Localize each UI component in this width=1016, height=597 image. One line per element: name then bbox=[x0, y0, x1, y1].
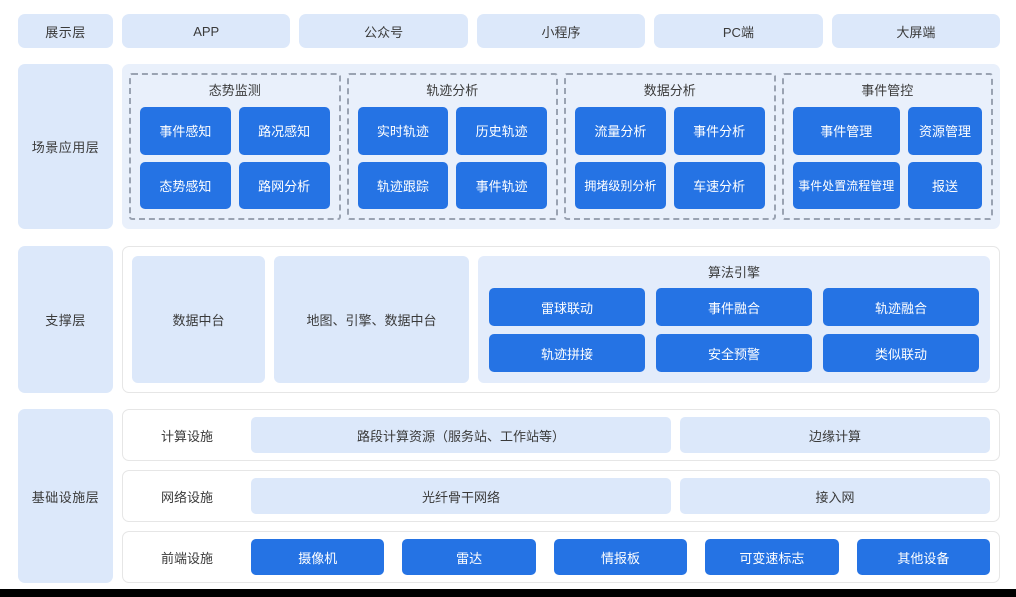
algorithm-engine-grid: 雷球联动 事件融合 轨迹融合 轨迹拼接 安全预警 类似联动 bbox=[489, 288, 979, 372]
infrastructure-row-label-computing: 计算设施 bbox=[160, 428, 213, 444]
device-chip-radar[interactable]: 雷达 bbox=[402, 539, 536, 575]
group-grid-data-analysis: 流量分析 事件分析 拥堵级别分析 车速分析 bbox=[575, 107, 765, 209]
scenario-item-resource-management[interactable]: 资源管理 bbox=[907, 107, 982, 155]
scenario-group-trajectory-analysis: 轨迹分析 实时轨迹 历史轨迹 轨迹跟踪 事件轨迹 bbox=[346, 73, 558, 220]
device-chip-camera[interactable]: 摄像机 bbox=[251, 539, 385, 575]
device-chip-other-equipment[interactable]: 其他设备 bbox=[856, 539, 991, 575]
scenario-item-trajectory-tracking[interactable]: 轨迹跟踪 bbox=[357, 161, 449, 209]
engine-item-similar-linkage[interactable]: 类似联动 bbox=[823, 334, 979, 372]
scenario-item-report-submission[interactable]: 报送 bbox=[907, 161, 982, 209]
scenario-group-situation-monitoring: 态势监测 事件感知 路况感知 态势感知 路网分析 bbox=[129, 73, 341, 220]
infrastructure-pill-fiber-backbone-network[interactable]: 光纤骨干网络 bbox=[251, 478, 671, 514]
scenario-item-vehicle-speed-analysis[interactable]: 车速分析 bbox=[673, 161, 765, 209]
presentation-layer-row: 展示层 APP 公众号 小程序 PC端 大屏端 bbox=[18, 14, 1001, 48]
engine-item-event-fusion[interactable]: 事件融合 bbox=[656, 288, 812, 326]
support-card-map-engine-data-platform[interactable]: 地图、引擎、数据中台 bbox=[274, 256, 469, 383]
scenario-item-congestion-level-analysis[interactable]: 拥堵级别分析 bbox=[575, 161, 666, 209]
bottom-edge-bar bbox=[0, 589, 1016, 597]
scenario-item-road-network-analysis[interactable]: 路网分析 bbox=[238, 161, 330, 209]
scenario-item-situation-perception[interactable]: 态势感知 bbox=[140, 161, 231, 209]
group-title-data-analysis: 数据分析 bbox=[643, 83, 696, 98]
scenario-panel: 态势监测 事件感知 路况感知 态势感知 路网分析 轨迹分析 实时轨迹 历史轨迹 … bbox=[122, 64, 1000, 229]
scenario-item-event-disposal-process-management[interactable]: 事件处置流程管理 bbox=[792, 161, 900, 209]
scenario-item-realtime-trajectory[interactable]: 实时轨迹 bbox=[357, 107, 449, 155]
algorithm-engine-card: 算法引擎 雷球联动 事件融合 轨迹融合 轨迹拼接 安全预警 类似联动 bbox=[478, 256, 990, 383]
layer-label-infrastructure: 基础设施层 bbox=[18, 409, 113, 583]
infrastructure-row-computing: 计算设施 路段计算资源（服务站、工作站等） 边缘计算 bbox=[122, 409, 1000, 461]
infrastructure-pill-road-section-computing-resources[interactable]: 路段计算资源（服务站、工作站等） bbox=[251, 417, 671, 453]
infrastructure-row-frontend-devices: 前端设施 摄像机 雷达 情报板 可变速标志 其他设备 bbox=[122, 531, 1000, 583]
infrastructure-row-label-frontend-devices: 前端设施 bbox=[160, 550, 213, 566]
infrastructure-row-network: 网络设施 光纤骨干网络 接入网 bbox=[122, 470, 1000, 522]
engine-item-radar-ball-linkage[interactable]: 雷球联动 bbox=[489, 288, 645, 326]
channel-chip-pc[interactable]: PC端 bbox=[654, 14, 823, 48]
layer-label-support: 支撑层 bbox=[18, 246, 113, 393]
channel-chip-official-account[interactable]: 公众号 bbox=[299, 14, 468, 48]
engine-item-safety-warning[interactable]: 安全预警 bbox=[656, 334, 812, 372]
scenario-item-event-management[interactable]: 事件管理 bbox=[792, 107, 900, 155]
infrastructure-row-label-network: 网络设施 bbox=[160, 489, 213, 505]
scenario-item-road-condition-perception[interactable]: 路况感知 bbox=[238, 107, 330, 155]
support-card-data-middle-platform[interactable]: 数据中台 bbox=[132, 256, 265, 383]
channel-chip-app[interactable]: APP bbox=[122, 14, 291, 48]
engine-item-trajectory-fusion[interactable]: 轨迹融合 bbox=[823, 288, 979, 326]
scenario-item-historical-trajectory[interactable]: 历史轨迹 bbox=[456, 107, 547, 155]
infrastructure-layer-row: 基础设施层 计算设施 路段计算资源（服务站、工作站等） 边缘计算 网络设施 光纤… bbox=[18, 409, 1000, 583]
scenario-application-layer-row: 场景应用层 态势监测 事件感知 路况感知 态势感知 路网分析 轨迹分析 实时轨迹… bbox=[18, 64, 1000, 229]
group-grid-event-management-control: 事件管理 资源管理 事件处置流程管理 报送 bbox=[792, 107, 982, 209]
scenario-item-traffic-flow-analysis[interactable]: 流量分析 bbox=[575, 107, 666, 155]
layer-label-scenario: 场景应用层 bbox=[18, 64, 113, 229]
group-title-event-management-control: 事件管控 bbox=[861, 83, 914, 98]
support-layer-row: 支撑层 数据中台 地图、引擎、数据中台 算法引擎 雷球联动 事件融合 轨迹融合 … bbox=[18, 246, 1000, 393]
group-grid-trajectory-analysis: 实时轨迹 历史轨迹 轨迹跟踪 事件轨迹 bbox=[357, 107, 547, 209]
channel-chip-large-screen[interactable]: 大屏端 bbox=[831, 14, 1001, 48]
infrastructure-pill-edge-computing[interactable]: 边缘计算 bbox=[680, 417, 990, 453]
scenario-item-event-trajectory[interactable]: 事件轨迹 bbox=[456, 161, 547, 209]
group-title-trajectory-analysis: 轨迹分析 bbox=[426, 83, 479, 98]
engine-item-trajectory-stitching[interactable]: 轨迹拼接 bbox=[489, 334, 645, 372]
algorithm-engine-title: 算法引擎 bbox=[707, 265, 760, 280]
scenario-item-event-perception[interactable]: 事件感知 bbox=[140, 107, 231, 155]
scenario-group-event-management-control: 事件管控 事件管理 资源管理 事件处置流程管理 报送 bbox=[781, 73, 993, 220]
support-panel: 数据中台 地图、引擎、数据中台 算法引擎 雷球联动 事件融合 轨迹融合 轨迹拼接… bbox=[122, 246, 1000, 393]
scenario-item-event-analysis[interactable]: 事件分析 bbox=[673, 107, 765, 155]
channel-chip-mini-program[interactable]: 小程序 bbox=[476, 14, 646, 48]
infrastructure-pill-access-network[interactable]: 接入网 bbox=[680, 478, 990, 514]
group-title-situation-monitoring: 态势监测 bbox=[208, 83, 261, 98]
device-chip-variable-speed-sign[interactable]: 可变速标志 bbox=[705, 539, 839, 575]
group-grid-situation-monitoring: 事件感知 路况感知 态势感知 路网分析 bbox=[140, 107, 330, 209]
device-chip-information-board[interactable]: 情报板 bbox=[553, 539, 688, 575]
device-list: 摄像机 雷达 情报板 可变速标志 其他设备 bbox=[251, 539, 991, 575]
layer-label-presentation: 展示层 bbox=[18, 14, 113, 48]
scenario-group-data-analysis: 数据分析 流量分析 事件分析 拥堵级别分析 车速分析 bbox=[564, 73, 776, 220]
infrastructure-stack: 计算设施 路段计算资源（服务站、工作站等） 边缘计算 网络设施 光纤骨干网络 接… bbox=[122, 409, 1000, 583]
